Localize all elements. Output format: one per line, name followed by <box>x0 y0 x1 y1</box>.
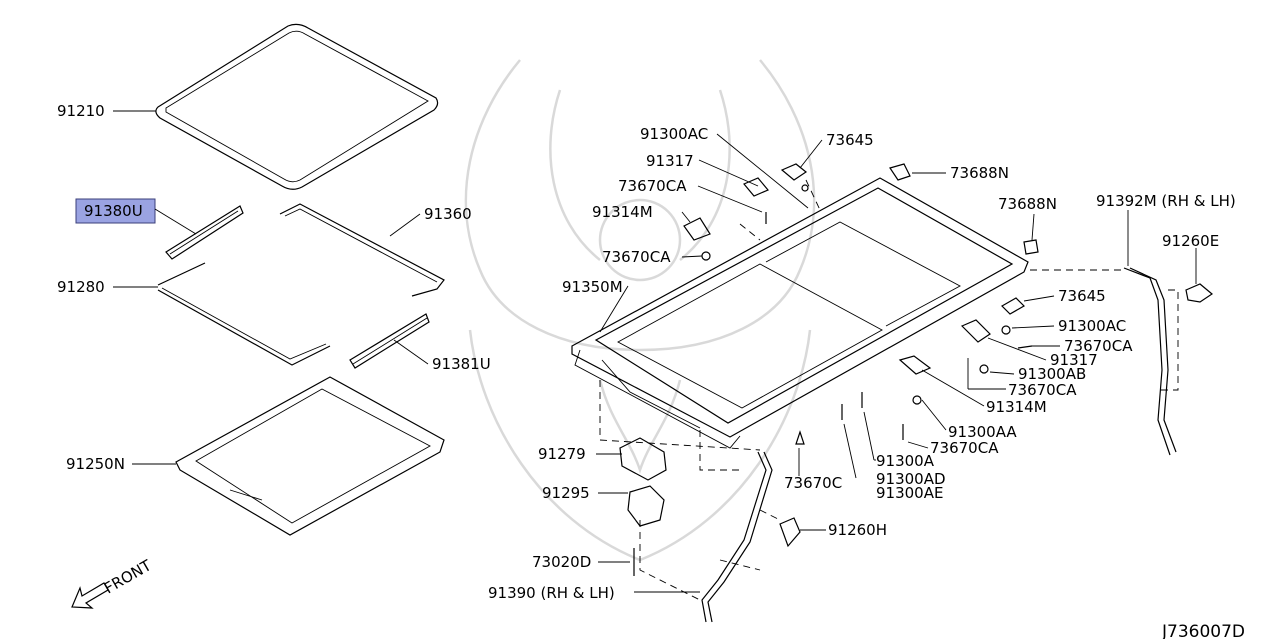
part-73688N-top-clip[interactable] <box>889 163 911 181</box>
label-91300AB[interactable]: 91300AB <box>1018 365 1086 383</box>
label-73020D[interactable]: 73020D <box>532 553 591 571</box>
label-91300AD[interactable]: 91300AD <box>876 470 946 488</box>
part-91210-glass[interactable] <box>155 23 439 190</box>
part-91295-module[interactable] <box>627 485 665 527</box>
label-73688N-right[interactable]: 73688N <box>998 195 1057 213</box>
part-91280-panel[interactable] <box>157 262 331 366</box>
part-91381U-strip[interactable] <box>349 313 430 369</box>
label-73670CA-3[interactable]: 73670CA <box>1064 337 1133 355</box>
label-91279[interactable]: 91279 <box>538 445 586 463</box>
label-91314M-right[interactable]: 91314M <box>986 398 1047 416</box>
highlight-91380U <box>75 198 156 224</box>
part-91390-drain-hose[interactable] <box>701 451 773 623</box>
part-91314M-right-bracket[interactable] <box>898 355 932 375</box>
diagram-code: J736007D <box>1161 622 1245 639</box>
guide-line-module <box>639 520 701 601</box>
part-91360-seal[interactable] <box>279 203 445 297</box>
part-91392M-drain-hose[interactable] <box>1123 267 1177 456</box>
label-73645-top[interactable]: 73645 <box>826 131 874 149</box>
label-91380U[interactable]: 91380U <box>84 202 143 220</box>
part-91260H-clip[interactable] <box>779 517 801 548</box>
label-91260E[interactable]: 91260E <box>1162 232 1219 250</box>
label-91300AC-right[interactable]: 91300AC <box>1058 317 1126 335</box>
part-73670CA-2-bolt[interactable] <box>701 251 711 261</box>
label-91295[interactable]: 91295 <box>542 484 590 502</box>
part-91350M-frame[interactable] <box>571 177 1029 449</box>
part-73688N-right-clip[interactable] <box>1023 239 1039 255</box>
label-91250N[interactable]: 91250N <box>66 455 125 473</box>
guide-line-motor <box>599 380 761 451</box>
part-91317-right-clip[interactable] <box>960 319 991 343</box>
label-91280[interactable]: 91280 <box>57 278 105 296</box>
label-91392M[interactable]: 91392M (RH & LH) <box>1096 192 1236 210</box>
label-73670CA-5[interactable]: 73670CA <box>930 439 999 457</box>
part-91300AA-bolt[interactable] <box>912 395 922 405</box>
label-91350M[interactable]: 91350M <box>562 278 623 296</box>
part-73645-right-bracket[interactable] <box>1001 297 1025 315</box>
label-73670CA-2[interactable]: 73670CA <box>602 248 671 266</box>
label-73688N-top[interactable]: 73688N <box>950 164 1009 182</box>
label-73670CA-4[interactable]: 73670CA <box>1008 381 1077 399</box>
label-91390[interactable]: 91390 (RH & LH) <box>488 584 615 602</box>
guide-line-motor-2 <box>699 430 740 471</box>
part-73670CA-3-bolt[interactable] <box>1017 345 1033 349</box>
part-91300AB-bolt[interactable] <box>979 364 989 374</box>
guide-line-hose <box>719 509 781 571</box>
label-91317-right[interactable]: 91317 <box>1050 351 1098 369</box>
part-73645-top-bracket[interactable] <box>780 163 809 192</box>
label-91381U[interactable]: 91381U <box>432 355 491 373</box>
part-91314M-top-bracket[interactable] <box>683 217 711 241</box>
front-arrow-icon <box>71 582 109 609</box>
label-91314M-top[interactable]: 91314M <box>592 203 653 221</box>
label-91260H[interactable]: 91260H <box>828 521 887 539</box>
label-73645-right[interactable]: 73645 <box>1058 287 1106 305</box>
label-91360[interactable]: 91360 <box>424 205 472 223</box>
label-73670C[interactable]: 73670C <box>784 474 842 492</box>
part-91300AC-right-bolt[interactable] <box>1001 325 1011 335</box>
label-front: FRONT <box>101 556 155 598</box>
label-73670CA-1[interactable]: 73670CA <box>618 177 687 195</box>
label-91300A[interactable]: 91300A <box>876 452 935 470</box>
label-91300AE[interactable]: 91300AE <box>876 484 943 502</box>
watermark-emblem <box>464 59 816 562</box>
part-91250N-sunshade[interactable] <box>175 360 445 536</box>
part-91380U-deflector[interactable] <box>165 205 244 260</box>
label-91300AA[interactable]: 91300AA <box>948 423 1017 441</box>
guide-line-top <box>739 179 821 241</box>
part-73670C-nut[interactable] <box>795 430 805 445</box>
label-91210[interactable]: 91210 <box>57 102 105 120</box>
part-91279-motor[interactable] <box>619 437 667 481</box>
part-91260E-clip[interactable] <box>1185 283 1214 303</box>
part-91317-top-clip[interactable] <box>743 177 769 197</box>
label-91317-top[interactable]: 91317 <box>646 152 694 170</box>
label-91300AC-top[interactable]: 91300AC <box>640 125 708 143</box>
